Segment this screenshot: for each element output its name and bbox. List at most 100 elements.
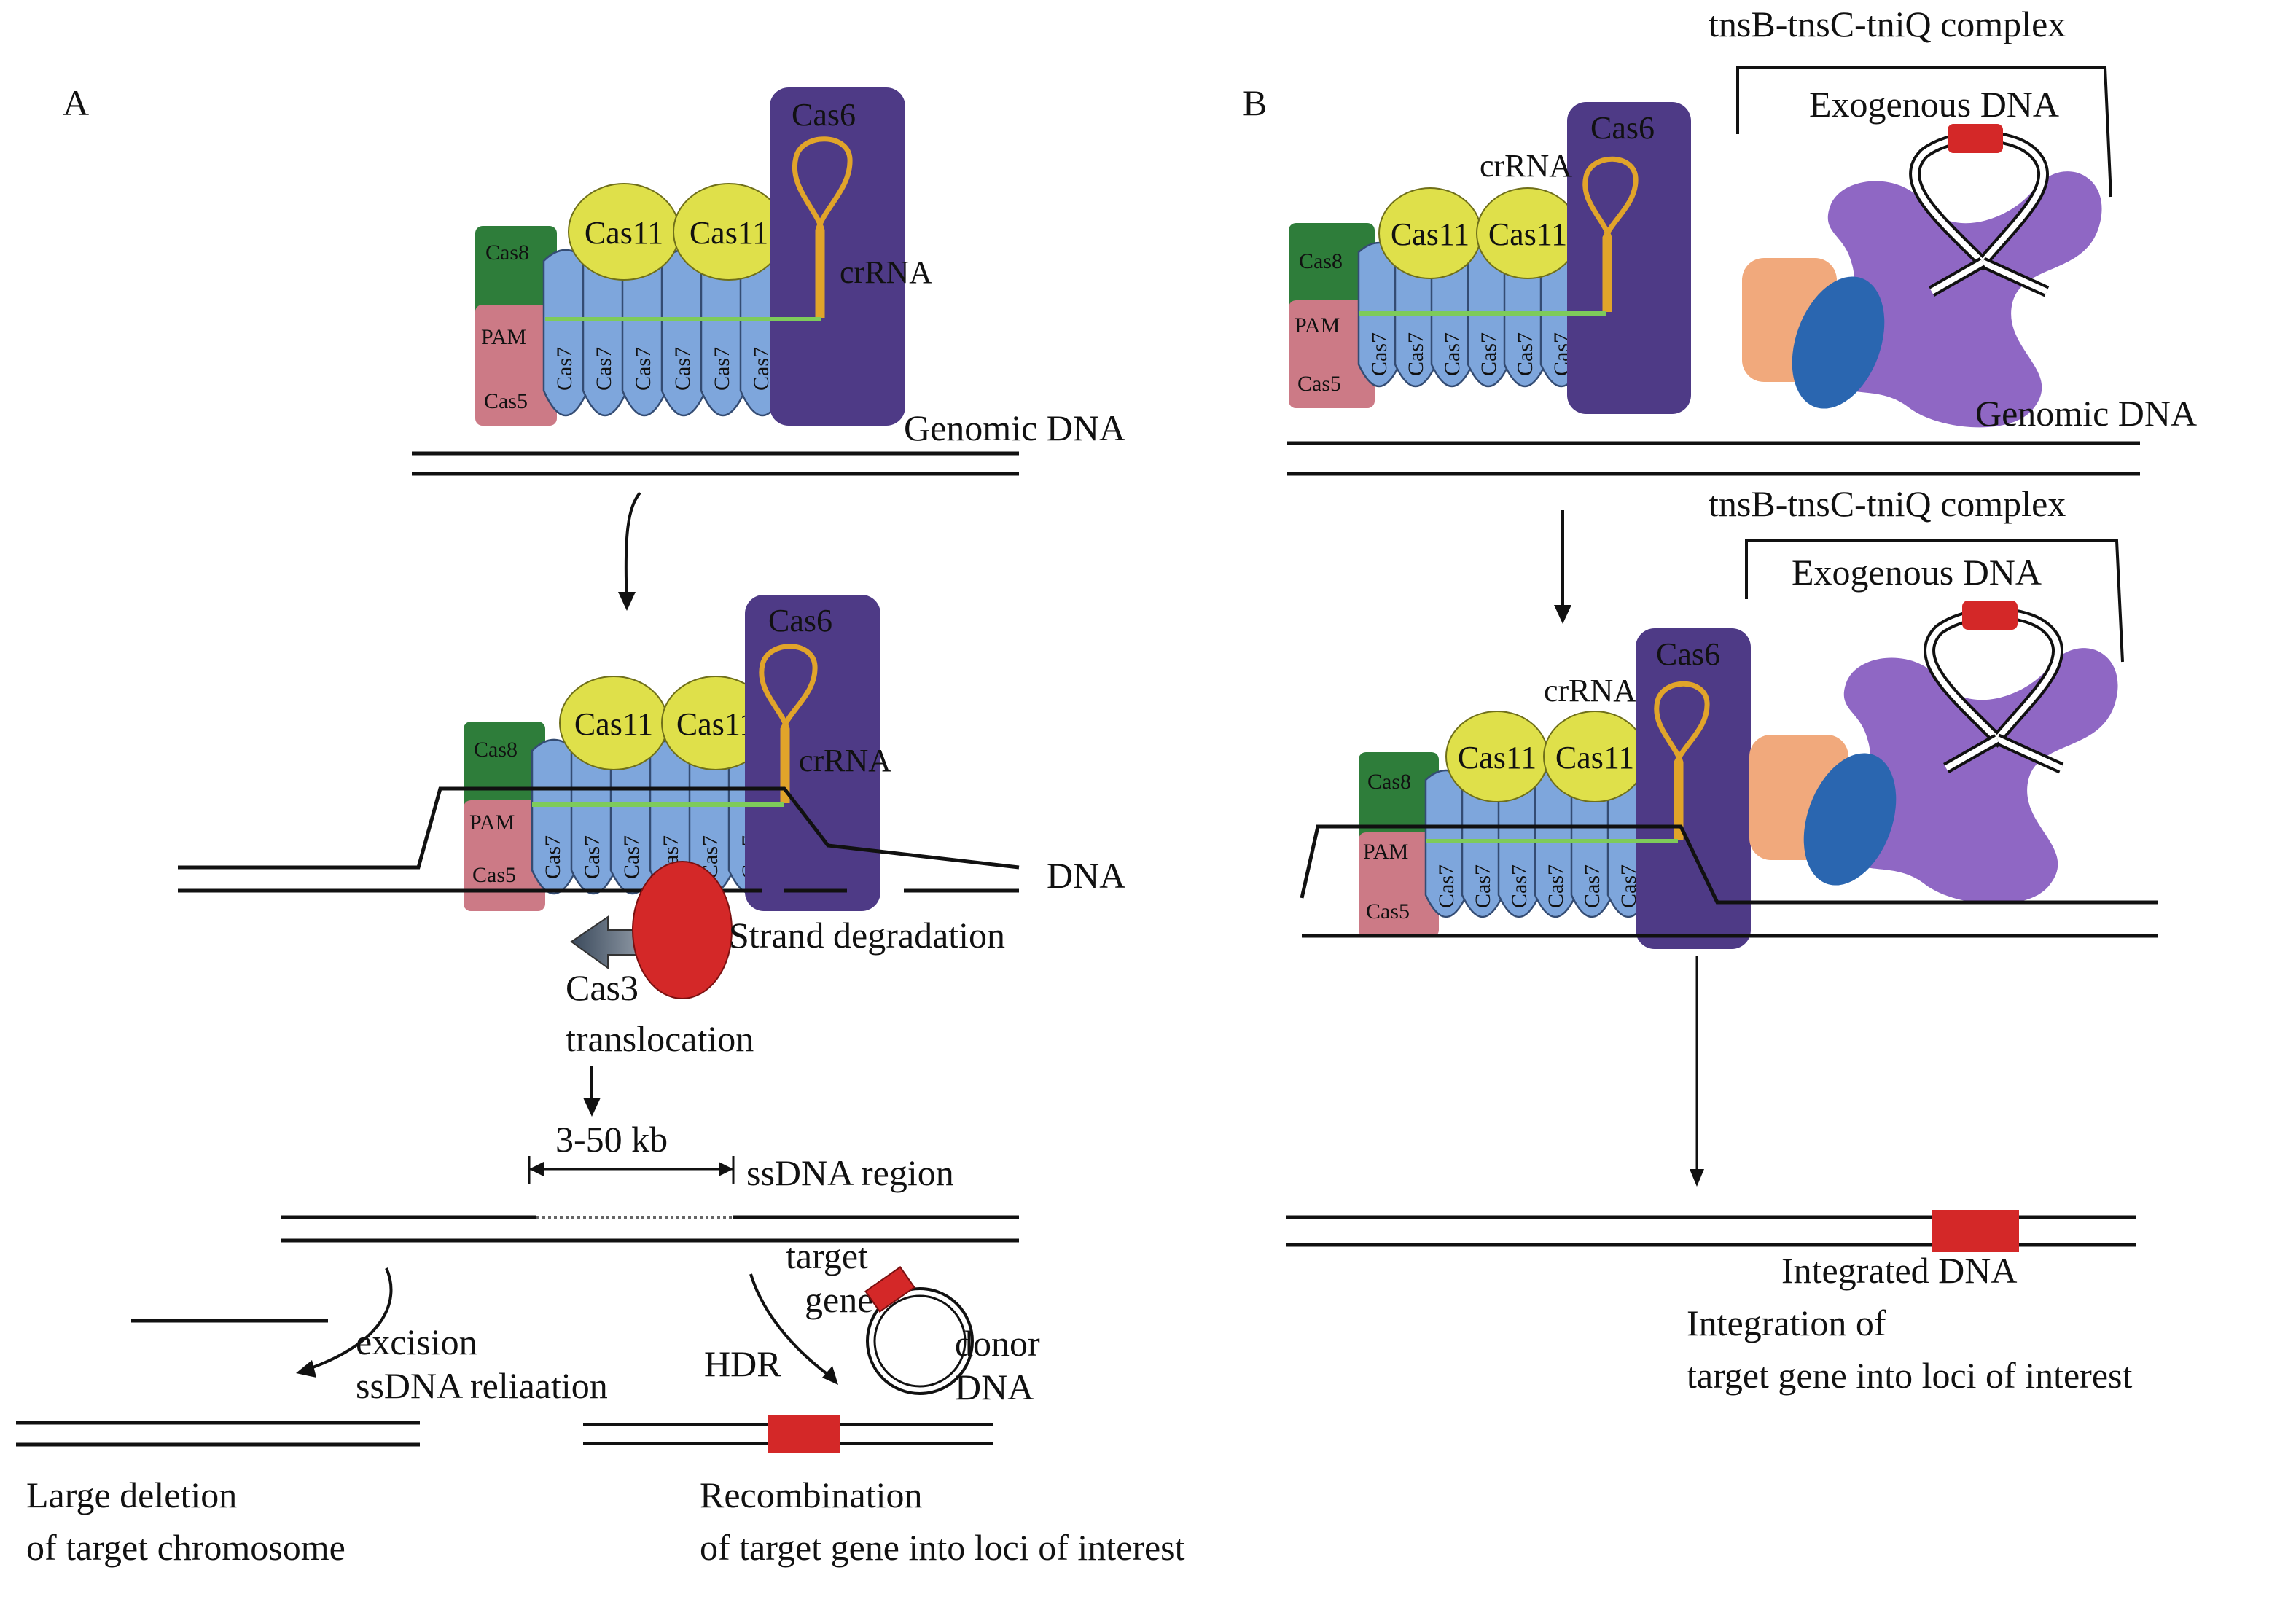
crrna-hairpin	[1582, 156, 1639, 312]
cas7-label: Cas7	[1507, 864, 1531, 908]
cas7-label: Cas7	[1434, 864, 1459, 908]
b-arrow-2	[1690, 956, 1704, 1187]
tnsc-subunit	[1803, 753, 1897, 886]
a4-deletion-dna	[16, 1421, 420, 1447]
b2-transposon-complex	[1749, 601, 2118, 905]
a2-dna-label: DNA	[1047, 855, 1125, 896]
cas5-subunit	[1359, 832, 1439, 937]
cas6-label: Cas6	[1656, 636, 1720, 672]
cas7-label: Cas7	[631, 347, 655, 391]
cas7-label: Cas7	[671, 347, 695, 391]
integration-label-2: target gene into loci of interest	[1687, 1355, 2132, 1396]
donor-plasmid	[864, 1266, 974, 1395]
cas7-label: Cas7	[541, 835, 565, 879]
a-arrow-1	[618, 491, 641, 611]
inserted-gene	[768, 1415, 840, 1453]
religation-label: ssDNA reliaation	[356, 1365, 608, 1406]
exogenous-dna-tail	[1930, 259, 1984, 294]
hdr-label: HDR	[704, 1343, 781, 1384]
tnsb-tnsc-subunit	[1821, 171, 2102, 428]
cas7-label: Cas7	[710, 347, 734, 391]
cas7-label: Cas7	[1404, 332, 1428, 376]
cargo-gene	[1948, 124, 2003, 153]
cas11-label: Cas11	[1391, 216, 1469, 252]
cas6-label: Cas6	[1590, 110, 1655, 146]
cas8-subunit	[475, 226, 557, 319]
donor-dna-label: DNA	[955, 1367, 1034, 1407]
integrated-cargo	[1932, 1210, 2019, 1252]
integrated-dna-label: Integrated DNA	[1781, 1250, 2018, 1291]
deletion-label-2: of target chromosome	[26, 1527, 345, 1568]
cas3-nuclease	[632, 861, 733, 999]
b1-crrna-label: crRNA	[1480, 148, 1572, 184]
cas5-label: Cas5	[1366, 899, 1410, 923]
crrna-label: crRNA	[799, 743, 891, 778]
b1-genomic-dna	[1287, 441, 2140, 476]
exogenous-dna-tail	[1996, 736, 2063, 771]
crrna-hairpin	[759, 644, 818, 803]
cargo-gene	[1962, 601, 2018, 630]
cas7-label: Cas7	[749, 347, 773, 391]
cas7-label: Cas7	[580, 835, 604, 879]
donor-label: donor	[955, 1323, 1040, 1364]
b1-transposon-complex	[1742, 124, 2102, 428]
b1-complex-label: tnsB-tnsC-tniQ complex	[1709, 4, 2066, 44]
cas8-label: Cas8	[1367, 770, 1411, 794]
ssdna-region-label: ssDNA region	[746, 1152, 954, 1193]
cas11-label: Cas11	[1458, 740, 1536, 776]
b1-cascade-complex: Cas8 PAM Cas5 Cas7 Cas7 Cas7 Cas7 Cas7 C…	[1289, 102, 1691, 414]
cas7-label: Cas7	[1367, 332, 1391, 376]
b1-complex-bracket	[1736, 66, 2112, 198]
cas11-label: Cas11	[1488, 216, 1567, 252]
pam-label: PAM	[1295, 313, 1340, 337]
cas7-label: Cas7	[1513, 332, 1537, 376]
size-label: 3-50 kb	[555, 1119, 668, 1160]
cas6-subunit	[1567, 102, 1691, 414]
cas5-label: Cas5	[472, 863, 516, 887]
pam-label: PAM	[469, 810, 515, 835]
cas7-label: Cas7	[1440, 332, 1464, 376]
pam-label: PAM	[481, 325, 526, 349]
cas11-label: Cas11	[676, 706, 755, 742]
b2-r-loop-dna	[1300, 824, 2158, 938]
target-label: target	[786, 1235, 868, 1276]
panel-a-letter: A	[63, 82, 89, 123]
tnsc-subunit	[1792, 276, 1885, 409]
cas5-label: Cas5	[1297, 372, 1341, 396]
exogenous-dna-tail	[1981, 259, 2048, 294]
cas11-label: Cas11	[1555, 740, 1634, 776]
cas8-subunit	[1359, 752, 1439, 845]
cas11-label: Cas11	[574, 706, 653, 742]
exogenous-dna-tail	[1945, 736, 1999, 771]
cas5-subunit	[475, 305, 557, 426]
target-gene-cargo	[864, 1266, 915, 1313]
cas8-label: Cas8	[474, 738, 518, 762]
recombination-label-2: of target gene into loci of interest	[700, 1527, 1185, 1568]
cas8-label: Cas8	[1299, 249, 1343, 273]
cas8-label: Cas8	[485, 241, 529, 265]
a1-cascade-complex: Cas8 PAM Cas5 Cas7 Cas7 Cas7 Cas7 Cas7 C…	[475, 87, 932, 426]
ssdna-span-bracket	[528, 1156, 735, 1184]
cas6-label: Cas6	[768, 603, 832, 638]
strand-degradation-label: Strand degradation	[729, 915, 1005, 956]
integration-label-1: Integration of	[1687, 1302, 1886, 1343]
a1-genomic-dna-label: Genomic DNA	[904, 407, 1125, 448]
a-arrow-2	[583, 1066, 601, 1117]
crrna-label: crRNA	[840, 254, 932, 290]
excision-arrow	[296, 1267, 393, 1378]
deletion-label-1: Large deletion	[26, 1474, 237, 1515]
gene-label: gene	[805, 1279, 873, 1320]
b2-crrna-label: crRNA	[1544, 673, 1636, 708]
crrna-hairpin	[1654, 681, 1710, 840]
cas5-subunit	[464, 800, 545, 911]
cas7-label: Cas7	[620, 835, 644, 879]
cas7-label: Cas7	[1477, 332, 1501, 376]
cas6-subunit	[745, 595, 880, 911]
b2-complex-label: tnsB-tnsC-tniQ complex	[1709, 483, 2066, 524]
recombination-label-1: Recombination	[700, 1474, 923, 1515]
cas7-label: Cas7	[1544, 864, 1568, 908]
cas11-label: Cas11	[585, 215, 663, 251]
cas6-subunit	[1636, 628, 1751, 949]
cas6-label: Cas6	[792, 97, 856, 133]
